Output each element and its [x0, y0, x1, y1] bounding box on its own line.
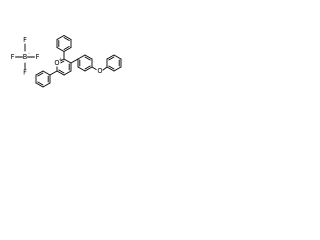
phenyl-ring-left — [35, 70, 51, 88]
ether-oxygen-label: O — [97, 67, 102, 75]
oxygen-label: O — [54, 59, 59, 67]
boron-charge: - — [28, 51, 30, 56]
pyrylium-ring: O + — [53, 57, 72, 76]
boron-label: B — [23, 53, 28, 61]
phenylene-ring — [77, 54, 93, 72]
fluorine-label-right: F — [36, 53, 40, 61]
fluorine-label-bottom: F — [23, 69, 27, 77]
bond-c4-phenylene — [70, 58, 79, 64]
bond-phenylene-ether-o — [91, 66, 98, 71]
pyrylium-cation: O + — [35, 35, 122, 88]
fluorine-label-left: F — [11, 53, 15, 61]
phenyl-ring-right — [106, 54, 122, 72]
chemical-structure-drawing: F F B - F F — [11, 35, 122, 88]
fluorine-label-top: F — [23, 36, 27, 44]
bond-ether-o-phenyl — [102, 66, 108, 71]
oxygen-charge: + — [59, 57, 63, 62]
phenyl-ring-top — [56, 35, 72, 52]
bond-c6-phenyl-left — [49, 70, 58, 76]
tetrafluoroborate-anion: F F B - F F — [11, 36, 40, 77]
